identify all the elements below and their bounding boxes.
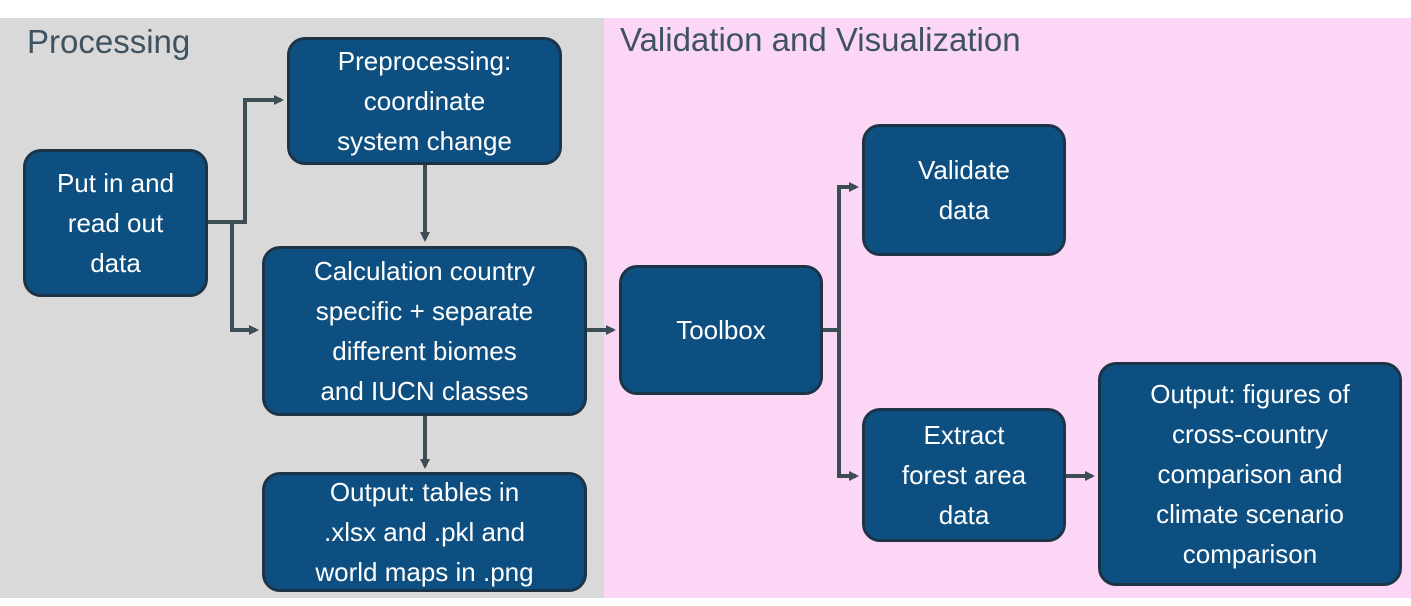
preprocessing-box: Preprocessing: coordinate system change <box>287 37 562 165</box>
output-figures-box: Output: figures of cross-country compari… <box>1098 362 1402 586</box>
validation-title: Validation and Visualization <box>620 21 1021 58</box>
extract-forest-area-box: Extract forest area data <box>862 408 1066 542</box>
put-in-read-out-box: Put in and read out data <box>23 149 208 297</box>
processing-title: Processing <box>27 23 191 60</box>
output-tables-box: Output: tables in .xlsx and .pkl and wor… <box>262 472 587 592</box>
calculation-box: Calculation country specific + separate … <box>262 246 587 416</box>
toolbox-box: Toolbox <box>619 265 823 395</box>
validate-data-box: Validate data <box>862 124 1066 256</box>
